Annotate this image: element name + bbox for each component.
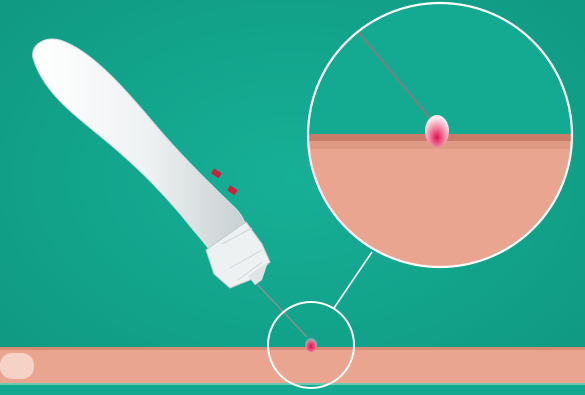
magnifier-ring-small xyxy=(267,301,355,389)
skin-highlight xyxy=(0,353,34,379)
magnifier-ring-large xyxy=(306,1,574,269)
indicator-light-1 xyxy=(211,168,222,178)
handpiece-body xyxy=(32,38,247,257)
magnifier-connector xyxy=(333,251,373,309)
indicator-light-2 xyxy=(227,185,238,195)
skin-strip xyxy=(0,347,585,395)
zoom-view xyxy=(308,3,572,267)
handpiece-device xyxy=(32,38,271,289)
zoom-probe-needle xyxy=(354,27,431,119)
treatment-spot xyxy=(305,338,317,352)
zoom-treatment-spot xyxy=(425,115,449,147)
handpiece-tip xyxy=(248,262,268,285)
probe-needle xyxy=(255,282,308,338)
